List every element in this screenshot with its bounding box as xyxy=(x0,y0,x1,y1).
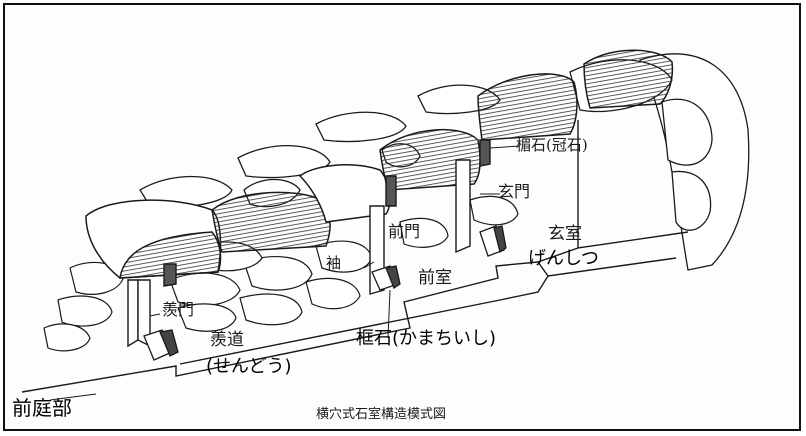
label-zenteibu: 前庭部 xyxy=(12,396,72,420)
leader-lines xyxy=(49,145,521,401)
label-zenshitsu: 前室 xyxy=(418,268,452,288)
label-sendo-reading: (せんどう) xyxy=(206,356,292,377)
label-zenmon: 前門 xyxy=(388,222,421,241)
sill-stones xyxy=(143,225,507,361)
floor-outline xyxy=(21,261,549,393)
label-genmon: 玄門 xyxy=(498,182,531,201)
inner-chamber-outline xyxy=(536,120,689,277)
label-sendo: 羨道 xyxy=(210,330,244,350)
label-senmon: 羨門 xyxy=(162,300,195,319)
diagram-title: 横穴式石室構造模式図 xyxy=(316,407,447,422)
label-sode: 袖 xyxy=(326,254,342,272)
label-kamachiishi: 框石(かまちいし) xyxy=(356,328,497,349)
label-genshitsu-reading: げんしつ xyxy=(528,248,599,269)
label-kamuriishi: 楣石(冠石) xyxy=(516,136,588,154)
label-genshitsu: 玄室 xyxy=(548,224,582,244)
